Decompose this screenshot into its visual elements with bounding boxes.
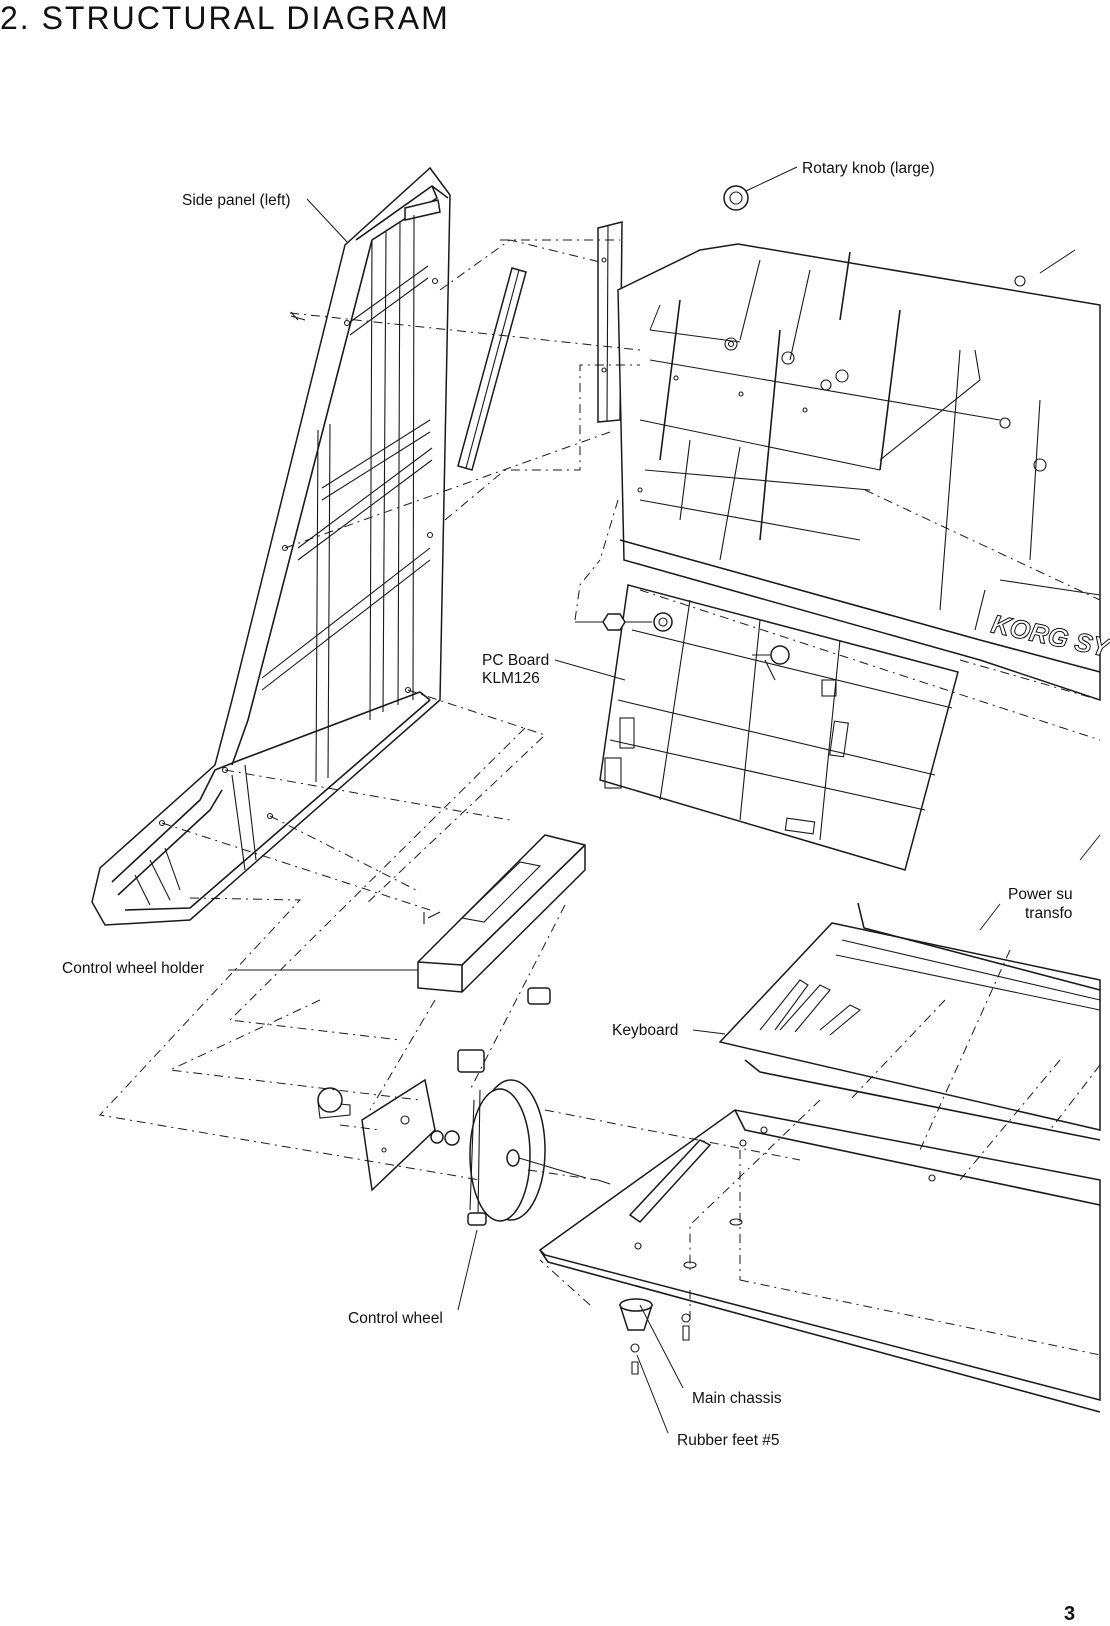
label-power-supply-transformer: transfo: [1025, 905, 1073, 922]
label-side-panel-left: Side panel (left): [182, 192, 291, 209]
label-keyboard: Keyboard: [612, 1022, 679, 1039]
side-panel-left: [91, 166, 451, 926]
main-chassis: [538, 1109, 1101, 1413]
label-rotary-knob-large: Rotary knob (large): [802, 160, 935, 177]
label-control-wheel: Control wheel: [348, 1310, 443, 1327]
leader-lines: [228, 198, 1101, 1434]
label-main-chassis: Main chassis: [692, 1390, 782, 1407]
rotary-knob-large: [723, 166, 798, 211]
label-pc-board-model: KLM126: [482, 670, 540, 687]
pc-board-klm126: [575, 584, 959, 871]
assembly-guide-lines: [99, 239, 1101, 1356]
label-power-supply: Power su: [1008, 886, 1073, 903]
control-wheel-assembly: [317, 1078, 611, 1226]
page-number: 3: [1064, 1603, 1076, 1625]
label-rubber-feet: Rubber feet #5: [677, 1432, 780, 1449]
label-pc-board: PC Board: [482, 652, 550, 669]
keyboard: [692, 902, 1101, 1141]
front-panel: [617, 243, 1101, 702]
label-control-wheel-holder: Control wheel holder: [62, 960, 205, 977]
brackets: [457, 221, 623, 471]
page-title: 2. STRUCTURAL DIAGRAM: [0, 0, 450, 36]
rubber-foot: [618, 1298, 691, 1375]
control-wheel-holder: [417, 834, 586, 1073]
